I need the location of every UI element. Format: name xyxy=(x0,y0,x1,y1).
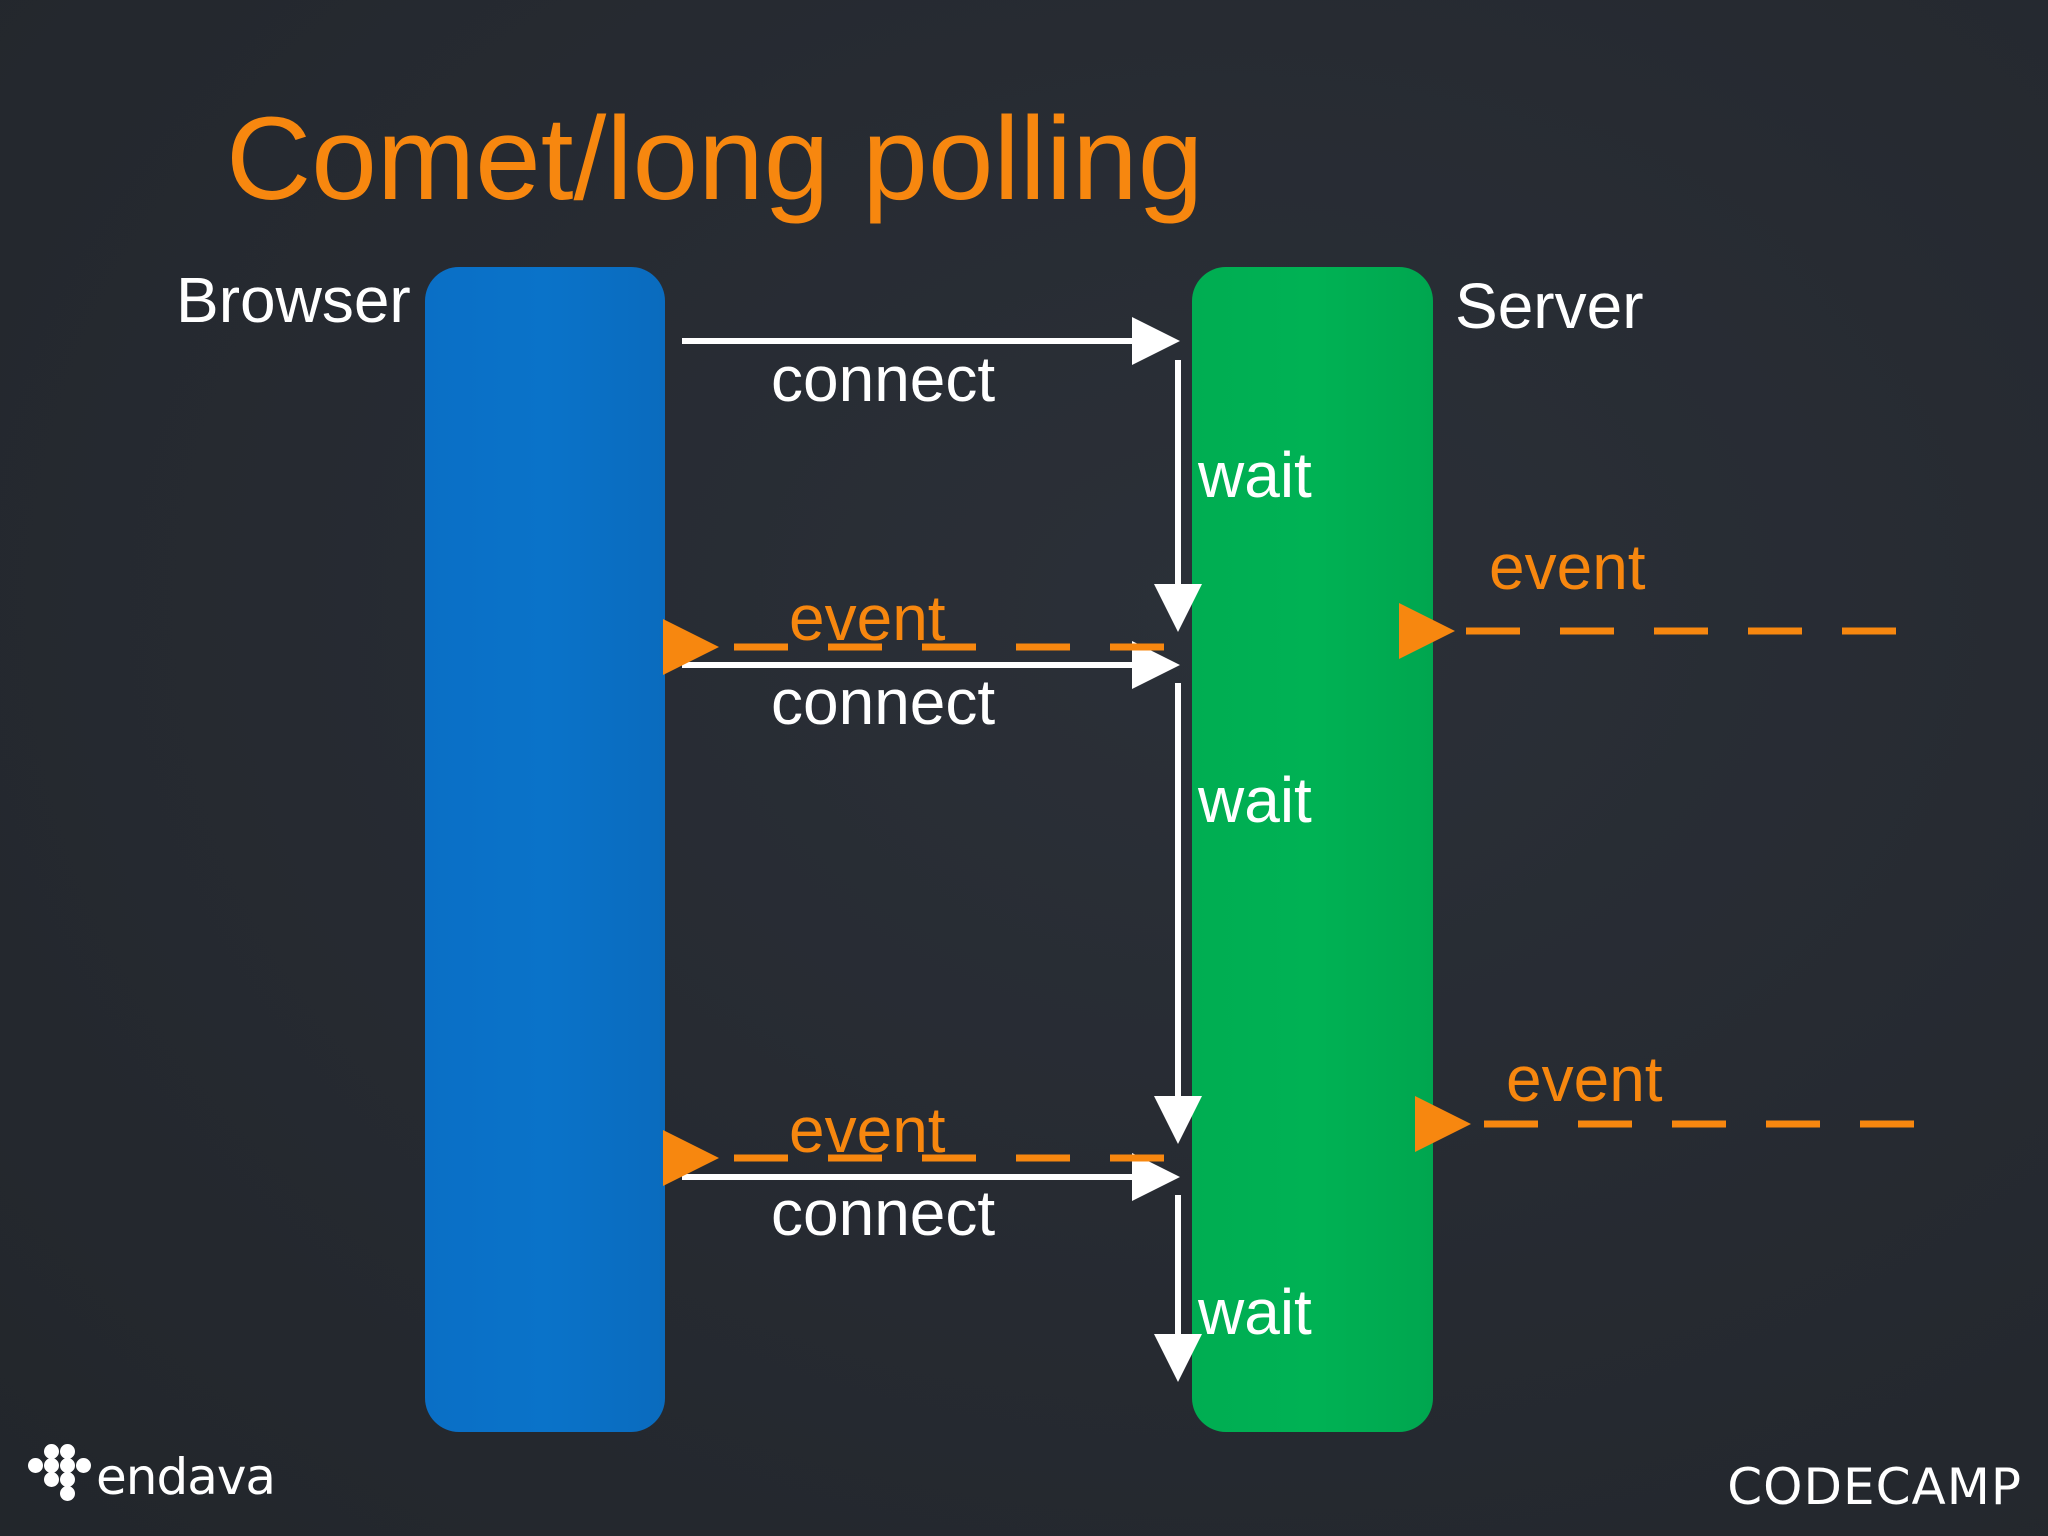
browser-event-label-2: event xyxy=(789,1094,946,1166)
wait-label-3: wait xyxy=(1198,1276,1312,1348)
server-event-label-1: event xyxy=(1489,531,1646,603)
endava-logo: endava xyxy=(24,1432,276,1506)
wait-label-2: wait xyxy=(1198,764,1312,836)
server-event-label-2: event xyxy=(1506,1043,1663,1115)
connect-label-2: connect xyxy=(771,666,996,738)
codecamp-logo: CODECAMP xyxy=(1727,1458,2022,1516)
browser-lifeline xyxy=(425,267,665,1432)
browser-label: Browser xyxy=(176,264,411,336)
endava-mark-icon xyxy=(24,1444,94,1502)
connect-label-3: connect xyxy=(771,1177,996,1249)
browser-event-label-1: event xyxy=(789,582,946,654)
slide-title: Comet/long polling xyxy=(226,93,1204,225)
server-lifeline xyxy=(1192,267,1433,1432)
endava-wordmark: endava xyxy=(96,1448,276,1506)
wait-label-1: wait xyxy=(1198,439,1312,511)
connect-label-1: connect xyxy=(771,343,996,415)
server-label: Server xyxy=(1455,270,1644,342)
